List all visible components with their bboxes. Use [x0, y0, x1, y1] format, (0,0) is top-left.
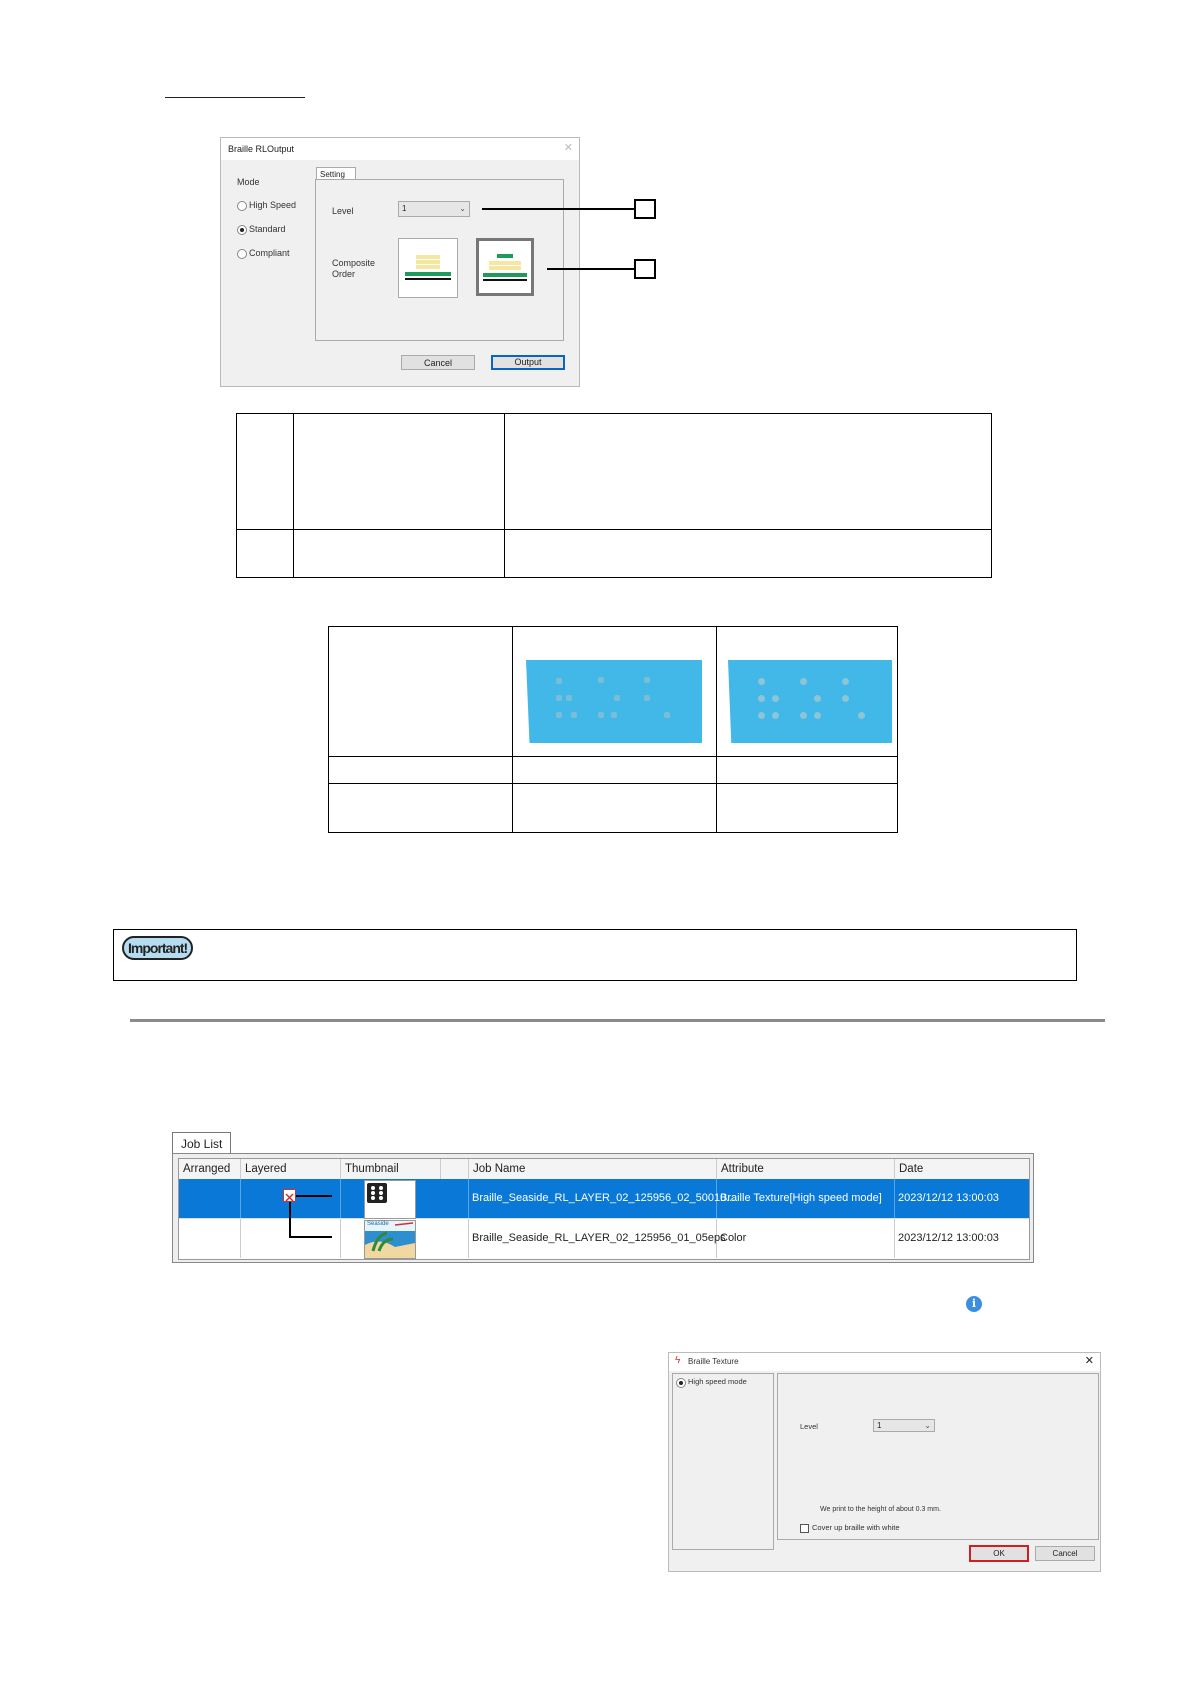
job-attribute: Braille Texture[High speed mode] [717, 1179, 895, 1218]
output-button[interactable]: Output [491, 355, 565, 370]
job-name: Braille_Seaside_RL_LAYER_02_125956_01_05… [469, 1219, 726, 1258]
job-list-header: Arranged Layered Thumbnail Job Name Attr… [179, 1159, 1029, 1180]
callout-marker-1 [634, 199, 656, 219]
composite-order-label-2: Order [332, 269, 356, 279]
table-row[interactable]: Braille_Seaside_RL_LAYER_02_125956_02_50… [179, 1179, 1029, 1218]
thumbnail-cell [341, 1179, 469, 1218]
mode-label: High speed mode [688, 1377, 747, 1386]
app-icon: ϟ [675, 1355, 681, 1366]
mode-compliant-label: Compliant [249, 248, 290, 258]
braille-texture-dialog: ϟ Braille Texture ✕ High speed mode Leve… [668, 1352, 1101, 1572]
composite-order-option-2[interactable] [476, 238, 534, 296]
column-thumbnail[interactable]: Thumbnail [341, 1159, 441, 1179]
braille-thumbnail [364, 1180, 416, 1219]
important-notice: Important! [113, 929, 1077, 981]
dialog-titlebar: ϟ Braille Texture ✕ [669, 1353, 1100, 1371]
chevron-down-icon: ⌄ [459, 204, 466, 213]
braille-photo-standard [526, 660, 702, 743]
layered-cell [241, 1219, 341, 1258]
composite-order-option-1[interactable] [398, 238, 458, 298]
layered-cell [241, 1179, 341, 1218]
cover-with-white-option[interactable]: Cover up braille with white [800, 1523, 940, 1533]
radio-standard[interactable] [237, 225, 247, 235]
cancel-button[interactable]: Cancel [1035, 1546, 1095, 1561]
job-attribute: Color [717, 1219, 895, 1258]
mode-standard-label: Standard [249, 224, 286, 234]
mode-high-speed[interactable]: High speed mode [676, 1377, 771, 1388]
thumbnail-caption: Seaside [367, 1221, 389, 1227]
chevron-down-icon: ⌄ [924, 1421, 931, 1430]
level-select[interactable]: 1 ⌄ [398, 201, 470, 217]
column-arranged[interactable]: Arranged [179, 1159, 241, 1179]
table-row[interactable]: Braille_Seaside_RL_LAYER_02_125956_01_05… [179, 1218, 1029, 1258]
radio-compliant[interactable] [237, 249, 247, 259]
mode-standard[interactable]: Standard [237, 224, 307, 236]
layer-order-icon [405, 255, 451, 280]
mode-high-speed[interactable]: High Speed [237, 200, 307, 212]
ok-button[interactable]: OK [969, 1545, 1029, 1562]
level-label: Level [332, 206, 354, 216]
composite-order-label-1: Composite [332, 258, 376, 268]
mode-compliant[interactable]: Compliant [237, 248, 307, 260]
settings-table [236, 413, 992, 578]
tab-setting[interactable]: Setting [316, 167, 356, 180]
column-spacer [441, 1159, 469, 1179]
cover-with-white-label: Cover up braille with white [812, 1523, 900, 1532]
dialog-title: Braille RLOutput [228, 144, 295, 154]
callout-marker-2 [634, 259, 656, 279]
mode-settings-panel: Level 1 ⌄ We print to the height of abou… [777, 1373, 1099, 1540]
tree-connector [289, 1236, 332, 1238]
setting-panel: Level 1 ⌄ Composite Order [315, 179, 564, 341]
dialog-title: Braille Texture [688, 1357, 739, 1366]
column-job-name[interactable]: Job Name [469, 1159, 717, 1179]
top-rule [165, 97, 305, 98]
tree-connector [296, 1195, 332, 1197]
dialog-titlebar: Braille RLOutput ✕ [221, 138, 579, 160]
layer-order-icon [483, 254, 527, 281]
braille-rloutput-dialog: Braille RLOutput ✕ Mode High Speed Stand… [220, 137, 580, 387]
job-name: Braille_Seaside_RL_LAYER_02_125956_02_50… [469, 1179, 735, 1218]
height-note: We print to the height of about 0.3 mm. [820, 1506, 941, 1513]
job-list-frame: Arranged Layered Thumbnail Job Name Attr… [172, 1153, 1034, 1263]
job-list-panel: Job List Arranged Layered Thumbnail Job … [172, 1132, 1034, 1263]
callout-line-2 [547, 268, 634, 270]
cover-with-white-checkbox[interactable] [800, 1524, 809, 1533]
column-layered[interactable]: Layered [241, 1159, 341, 1179]
callout-line-1 [482, 208, 634, 210]
level-select[interactable]: 1 ⌄ [873, 1419, 935, 1432]
job-date: 2023/12/12 13:00:03 [898, 1232, 999, 1244]
close-icon[interactable]: ✕ [1084, 1355, 1094, 1367]
info-icon[interactable]: i [966, 1296, 982, 1312]
section-divider [130, 1019, 1105, 1022]
thumbnail-cell [341, 1219, 469, 1258]
cancel-button[interactable]: Cancel [401, 355, 475, 370]
mode-list: High speed mode [672, 1373, 774, 1550]
close-icon[interactable]: ✕ [563, 142, 573, 154]
level-label: Level [800, 1422, 818, 1431]
job-date: 2023/12/12 13:00:03 [898, 1192, 999, 1204]
column-date[interactable]: Date [899, 1163, 924, 1175]
tree-connector [289, 1202, 291, 1238]
radio-high-speed[interactable] [237, 201, 247, 211]
color-thumbnail: Seaside [364, 1220, 416, 1259]
level-value: 1 [877, 1421, 882, 1430]
mode-high-speed-label: High Speed [249, 200, 297, 210]
level-value: 1 [402, 204, 407, 213]
mode-label: Mode [237, 177, 260, 187]
layer-group-icon[interactable] [283, 1189, 296, 1202]
column-attribute[interactable]: Attribute [717, 1159, 895, 1179]
job-list-table: Arranged Layered Thumbnail Job Name Attr… [178, 1158, 1030, 1260]
tab-job-list[interactable]: Job List [172, 1132, 232, 1155]
braille-photo-high-speed [728, 660, 892, 743]
radio-high-speed[interactable] [676, 1378, 686, 1388]
important-badge: Important! [122, 936, 194, 960]
